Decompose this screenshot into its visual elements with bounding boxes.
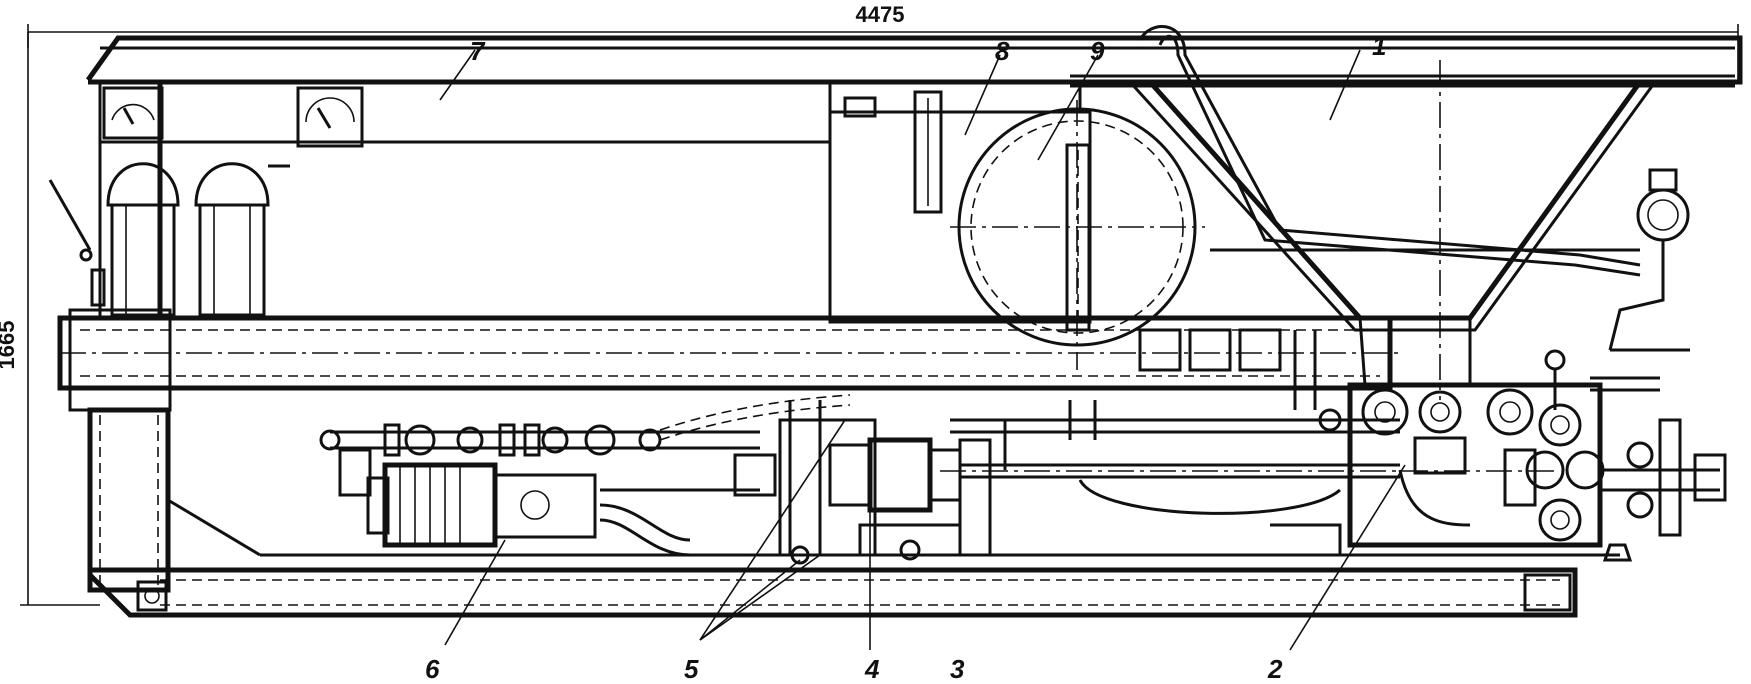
inspection-hatch <box>950 100 1205 370</box>
dimension-length-value: 4475 <box>856 2 905 27</box>
hoses <box>599 394 851 557</box>
callout-4: 4 <box>864 654 880 684</box>
leader-5c <box>699 419 846 641</box>
electric-motor <box>338 448 597 548</box>
callout-3: 3 <box>950 654 965 684</box>
control-cabinet <box>48 35 1743 320</box>
dimension-length: 4475 <box>27 2 1739 80</box>
gauge-right <box>296 86 364 148</box>
callout-5: 5 <box>684 654 699 684</box>
pipe-bundle <box>940 328 1560 555</box>
filter-right <box>194 162 290 317</box>
leader-2 <box>1289 464 1406 651</box>
leader-6 <box>444 539 506 646</box>
callout-7: 7 <box>470 36 486 66</box>
main-frame <box>57 308 1400 593</box>
gauge-left <box>102 86 164 140</box>
water-tank <box>828 90 1092 324</box>
leader-5b <box>699 554 821 641</box>
callout-8: 8 <box>995 36 1010 66</box>
leader-8 <box>964 54 1001 136</box>
leader-1 <box>1329 49 1361 121</box>
callout-1: 1 <box>1372 31 1386 61</box>
callout-6: 6 <box>425 654 440 684</box>
leader-lines <box>439 49 1406 651</box>
leader-7 <box>439 49 476 101</box>
base-frame <box>88 553 1620 618</box>
rotor-drive <box>1347 349 1727 562</box>
valve-chain <box>319 423 760 457</box>
filter-left <box>106 162 180 317</box>
dimension-height-value: 1665 <box>0 321 19 370</box>
hopper <box>1128 25 1690 400</box>
leader-5a <box>699 559 801 641</box>
callout-9: 9 <box>1090 36 1105 66</box>
pump-units <box>733 400 877 565</box>
leader-9 <box>1037 54 1099 161</box>
main-pump <box>858 437 992 561</box>
dimension-height: 1665 <box>0 32 100 606</box>
callout-2: 2 <box>1267 654 1283 684</box>
